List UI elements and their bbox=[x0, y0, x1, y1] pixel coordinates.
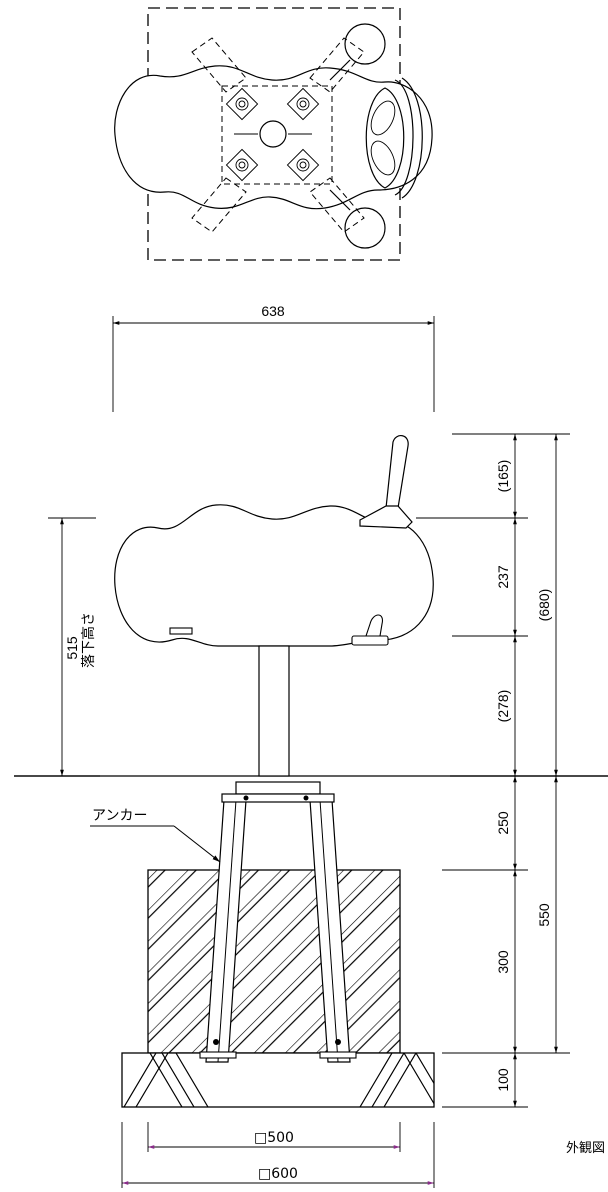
dim-638-label: 638 bbox=[261, 303, 285, 319]
post bbox=[258, 645, 290, 777]
handle-grip bbox=[385, 435, 409, 509]
dim-fall-height: 515 落下高さ bbox=[48, 517, 97, 776]
plan-ornament bbox=[365, 77, 423, 199]
plan-legs bbox=[191, 37, 365, 233]
figure-caption: 外観図 bbox=[566, 1141, 605, 1156]
dim-515-label: 515 bbox=[64, 636, 80, 660]
dim-600-label: □600 bbox=[258, 1166, 298, 1182]
dim-165-label: (165) bbox=[495, 460, 511, 493]
dim-right bbox=[416, 433, 570, 1108]
fall-height-label: 落下高さ bbox=[80, 612, 97, 668]
plan-bolts bbox=[225, 87, 320, 182]
base-slab-hatched bbox=[121, 1052, 435, 1108]
plan-handle-ball-bottom bbox=[344, 207, 386, 249]
dim-100-label: 100 bbox=[495, 1068, 511, 1092]
dim-278-label: (278) bbox=[495, 690, 511, 723]
dim-250-label: 250 bbox=[495, 811, 511, 835]
anchor-frame-final bbox=[199, 781, 357, 1063]
dim-237-label: 237 bbox=[495, 565, 511, 589]
plan-handle-ball-top bbox=[344, 23, 386, 65]
concrete-block-hatched bbox=[147, 869, 401, 1054]
dim-550-label: 550 bbox=[536, 903, 552, 927]
dim-680-label: (680) bbox=[536, 589, 552, 622]
anchor-label: アンカー bbox=[92, 808, 147, 824]
dim-300-label: 300 bbox=[495, 950, 511, 974]
anchor-callout: アンカー bbox=[90, 808, 221, 863]
plan-base-plate bbox=[221, 85, 333, 185]
plan-center-post bbox=[259, 120, 287, 148]
dim-square: □500 □600 bbox=[121, 1122, 435, 1188]
plan-view bbox=[114, 7, 433, 261]
dim-width: 638 bbox=[112, 303, 435, 412]
seat-body-outline bbox=[114, 504, 434, 647]
dim-right-labels: (165) 237 (278) (680) 250 300 100 550 bbox=[495, 460, 552, 1092]
dim-500-label: □500 bbox=[254, 1130, 294, 1146]
